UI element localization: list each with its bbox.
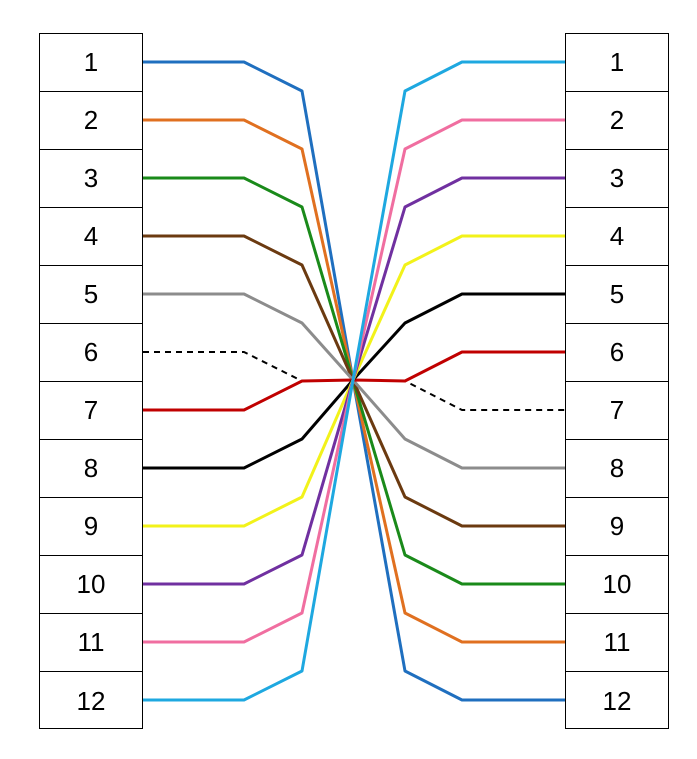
right-pin-4: 4	[566, 208, 668, 266]
left-pin-1: 1	[40, 34, 142, 92]
right-pin-9: 9	[566, 498, 668, 556]
wire-12-to-1	[143, 60, 565, 702]
right-connector: 1 2 3 4 5 6 7 8 9 10 11 12	[565, 33, 669, 729]
left-pin-4: 4	[40, 208, 142, 266]
right-pin-6: 6	[566, 324, 668, 382]
left-pin-5: 5	[40, 266, 142, 324]
left-pin-10: 10	[40, 556, 142, 614]
left-pin-7: 7	[40, 382, 142, 440]
left-pin-3: 3	[40, 150, 142, 208]
right-pin-7: 7	[566, 382, 668, 440]
left-pin-11: 11	[40, 614, 142, 672]
right-pin-3: 3	[566, 150, 668, 208]
right-pin-5: 5	[566, 266, 668, 324]
right-pin-2: 2	[566, 92, 668, 150]
right-pin-10: 10	[566, 556, 668, 614]
left-pin-6: 6	[40, 324, 142, 382]
right-pin-1: 1	[566, 34, 668, 92]
right-pin-8: 8	[566, 440, 668, 498]
right-pin-11: 11	[566, 614, 668, 672]
left-pin-2: 2	[40, 92, 142, 150]
right-pin-12: 12	[602, 685, 632, 716]
left-connector: 1 2 3 4 5 6 7 8 9 10 11 12	[39, 33, 143, 729]
left-pin-9: 9	[40, 498, 142, 556]
wire-6-to-7	[143, 351, 565, 411]
left-pin-8: 8	[40, 440, 142, 498]
left-pin-12: 12	[76, 685, 106, 716]
